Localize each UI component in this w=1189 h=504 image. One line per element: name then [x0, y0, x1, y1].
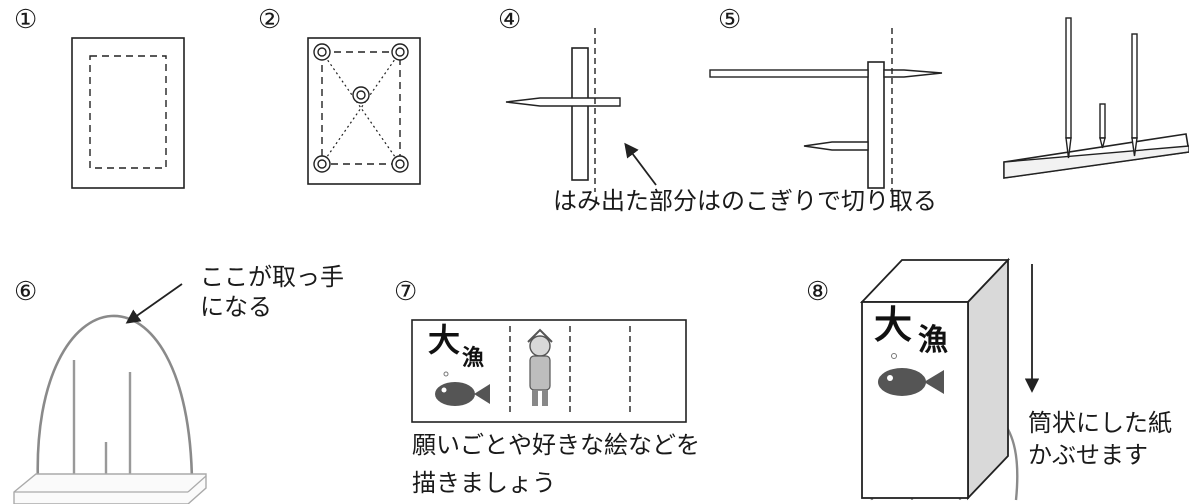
- handle-pointer-arrow: [125, 283, 183, 324]
- step6-arch-frame: [13, 283, 207, 504]
- step-label-4: ④: [498, 5, 522, 35]
- saw-pointer-arrow: [624, 142, 657, 186]
- handle-note-line1: ここが取っ手: [200, 263, 344, 291]
- handle-note-line2: になる: [200, 293, 272, 321]
- step-label-8: ⑧: [806, 277, 830, 307]
- step4-nail-side: [505, 28, 657, 192]
- step2-board: [307, 37, 421, 185]
- cover-note-line1: 筒状にした紙: [1028, 409, 1172, 437]
- step5-nails-side: [709, 28, 943, 196]
- warrior-figure-icon: [527, 328, 553, 406]
- step-label-2: ②: [258, 5, 282, 35]
- banner-small-char: 漁: [462, 346, 485, 371]
- step-nails-upright: [1003, 17, 1189, 179]
- draw-note-line1: 願いごとや好きな絵などを: [412, 431, 700, 459]
- step-label-5: ⑤: [718, 5, 742, 35]
- cube-big-char: 大: [874, 303, 913, 347]
- draw-note-line2: 描きましょう: [412, 469, 556, 497]
- step-label-1: ①: [14, 5, 38, 35]
- step7-paper-banner: [411, 319, 687, 423]
- step8-cover-assembly: [859, 257, 1040, 501]
- step-label-6: ⑥: [14, 277, 38, 307]
- fish-icon-cube: [878, 353, 944, 396]
- banner-big-char: 大: [428, 321, 461, 359]
- saw-off-note: はみ出た部分はのこぎりで切り取る: [553, 187, 937, 215]
- step-label-7: ⑦: [394, 277, 418, 307]
- cube-small-char: 漁: [918, 323, 948, 358]
- step1-board: [71, 37, 185, 189]
- cover-note-line2: かぶせます: [1028, 441, 1148, 469]
- fish-icon: [435, 371, 490, 406]
